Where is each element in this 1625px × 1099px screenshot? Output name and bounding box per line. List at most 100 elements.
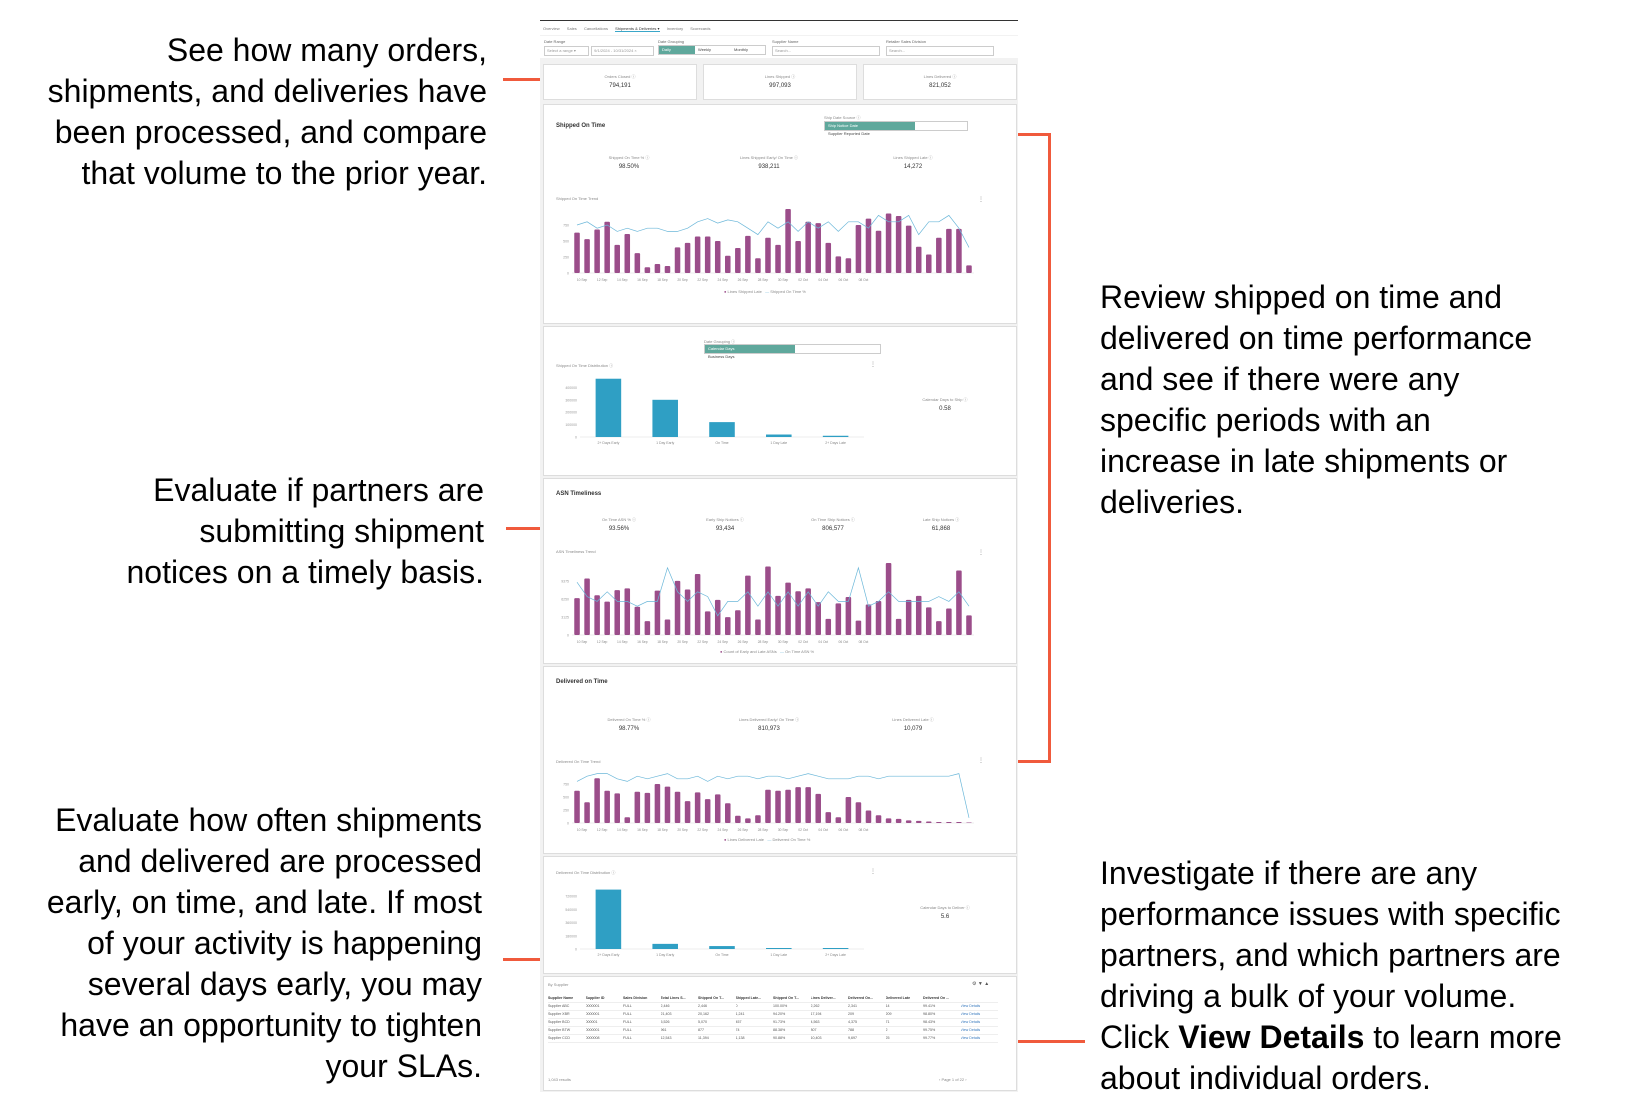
- annotation-distribution: Evaluate how often shipments and deliver…: [0, 800, 482, 1087]
- tab-sales[interactable]: Sales: [566, 26, 577, 31]
- column-header[interactable]: Sales Division: [623, 996, 648, 1000]
- kpi-value: 821,052: [929, 83, 951, 89]
- supplier-name-filter: Supplier Name Search...: [772, 39, 882, 56]
- table-pagination[interactable]: ‹ Page 1 of 22 ›: [939, 1077, 967, 1082]
- grouping-calendar-days[interactable]: Calendar Days: [705, 345, 795, 353]
- view-details-link[interactable]: View Details: [960, 1004, 981, 1008]
- bar: [725, 617, 731, 635]
- bar: [694, 236, 701, 273]
- y-tick-label: 0: [575, 436, 577, 440]
- bar: [775, 790, 781, 823]
- table-cell: 0000001: [585, 1028, 600, 1032]
- bar: [822, 435, 849, 437]
- grouping-business-days[interactable]: Business Days: [708, 354, 735, 359]
- bar: [765, 789, 771, 823]
- bar: [966, 822, 972, 823]
- column-header[interactable]: Delivered On...: [848, 996, 874, 1000]
- table-toolbar-icons[interactable]: ⚙ ▼ ▲: [972, 981, 990, 987]
- view-details-link[interactable]: View Details: [960, 1012, 981, 1016]
- tab-overview[interactable]: Overview: [543, 26, 560, 31]
- column-header[interactable]: Shipped On T...: [773, 996, 799, 1000]
- grouping-daily[interactable]: Daily: [659, 46, 695, 54]
- column-header[interactable]: [961, 995, 999, 1002]
- bar: [795, 787, 801, 823]
- table-cell: 0000008: [585, 1036, 600, 1040]
- legend-dot-icon: ●: [724, 837, 727, 842]
- table-cell: 000001: [585, 1020, 598, 1024]
- date-grouping-filter: Date Grouping: [658, 39, 768, 44]
- column-header[interactable]: Shipped Late...: [735, 996, 762, 1000]
- tab-inventory[interactable]: Inventory: [666, 26, 684, 31]
- view-details-emphasis: View Details: [1178, 1019, 1365, 1055]
- table-cell: 2,262: [810, 1004, 820, 1008]
- column-header[interactable]: Shipped On T...: [698, 996, 724, 1000]
- chart-menu-icon[interactable]: ⋮: [870, 869, 876, 875]
- column-header[interactable]: Delivered Late: [885, 996, 911, 1000]
- source-ship-notice[interactable]: Ship Notice Date: [825, 122, 915, 130]
- annotation-text: and delivered are processed: [78, 843, 482, 879]
- y-tick-label: 100000: [565, 423, 577, 427]
- stat-value: 61,868: [931, 526, 951, 532]
- x-tick-label: 04 Oct: [818, 640, 828, 644]
- retailer-division-input[interactable]: Search...: [886, 46, 994, 56]
- tab-scorecards[interactable]: Scorecards: [690, 26, 711, 31]
- annotation-text: increase in late shipments or: [1100, 443, 1508, 479]
- column-header[interactable]: Total Lines S...: [660, 996, 686, 1000]
- x-tick-label: 28 Sep: [758, 640, 769, 644]
- annotation-text: of your activity is happening: [87, 925, 482, 961]
- bar: [755, 815, 761, 823]
- chart-title: Shipped On Time Trend: [556, 196, 599, 201]
- view-details-link[interactable]: View Details: [960, 1036, 981, 1040]
- annotation-text: See how many orders,: [166, 32, 487, 68]
- annotation-partners: Investigate if there are any performance…: [1100, 853, 1620, 1099]
- legend-line-icon: —: [780, 649, 785, 654]
- supplier-name-input[interactable]: Search...: [772, 46, 880, 56]
- table-cell: Supplier BCD: [548, 1020, 570, 1024]
- bar: [956, 228, 962, 273]
- column-header[interactable]: Lines Deliver...: [810, 996, 836, 1000]
- date-range-value[interactable]: 9/1/2024 - 10/31/2024 ×: [591, 46, 654, 56]
- table-cell: 2,446: [698, 1004, 707, 1008]
- table-cell: 2,341: [848, 1004, 857, 1008]
- chart-title: Delivered On Time Distribution ⓘ: [556, 870, 616, 875]
- view-details-link[interactable]: View Details: [960, 1020, 981, 1024]
- table-cell: 5,526: [660, 1020, 670, 1024]
- connector-line: [506, 527, 566, 530]
- chart-title: ASN Timeliness Trend: [556, 549, 596, 554]
- filter-label: Date Grouping: [658, 39, 685, 44]
- column-header[interactable]: Supplier ID: [585, 996, 605, 1000]
- chart-menu-icon[interactable]: ⋮: [978, 550, 984, 556]
- bar: [775, 595, 781, 635]
- kpi-label: Orders Closed ⓘ: [604, 74, 636, 79]
- grouping-monthly[interactable]: Monthly: [734, 47, 749, 52]
- y-tick-label: 540000: [565, 908, 577, 912]
- table-cell: 10,403: [810, 1036, 822, 1040]
- chart-menu-icon[interactable]: ⋮: [978, 758, 984, 764]
- legend-label: Lines Delivered Late: [727, 837, 765, 842]
- x-tick-label: 1 Day Early: [656, 441, 674, 445]
- ship-distribution-panel: Date Grouping ⓘ Calendar DaysBusiness Da…: [543, 326, 1017, 476]
- bar: [915, 820, 922, 823]
- column-header[interactable]: Delivered On ...: [923, 996, 950, 1000]
- bar: [885, 818, 892, 823]
- y-tick-label: 250: [563, 809, 569, 813]
- stat-late-ship-notices: Late Ship Notices ⓘ 61,868: [896, 517, 986, 532]
- chart-menu-icon[interactable]: ⋮: [978, 197, 984, 203]
- stat-label: Lines Delivered Late ⓘ: [892, 717, 934, 722]
- table-cell: Supplier XBR: [548, 1012, 570, 1016]
- date-range-select[interactable]: Select a range ▾: [544, 46, 590, 56]
- bar: [674, 791, 681, 823]
- column-header[interactable]: Supplier Name: [548, 996, 574, 1000]
- source-supplier-reported[interactable]: Supplier Reported Date: [828, 131, 870, 136]
- grouping-weekly[interactable]: Weekly: [698, 47, 712, 52]
- tab-shipments-deliveries[interactable]: Shipments & Deliveries ▾: [615, 26, 660, 32]
- tab-cancellations[interactable]: Cancellations: [583, 26, 608, 31]
- x-tick-label: 10 Sep: [577, 640, 588, 644]
- bar: [895, 818, 902, 823]
- chart-menu-icon[interactable]: ⋮: [870, 362, 876, 368]
- view-details-link[interactable]: View Details: [960, 1028, 981, 1032]
- stat-label: Late Ship Notices ⓘ: [922, 517, 960, 522]
